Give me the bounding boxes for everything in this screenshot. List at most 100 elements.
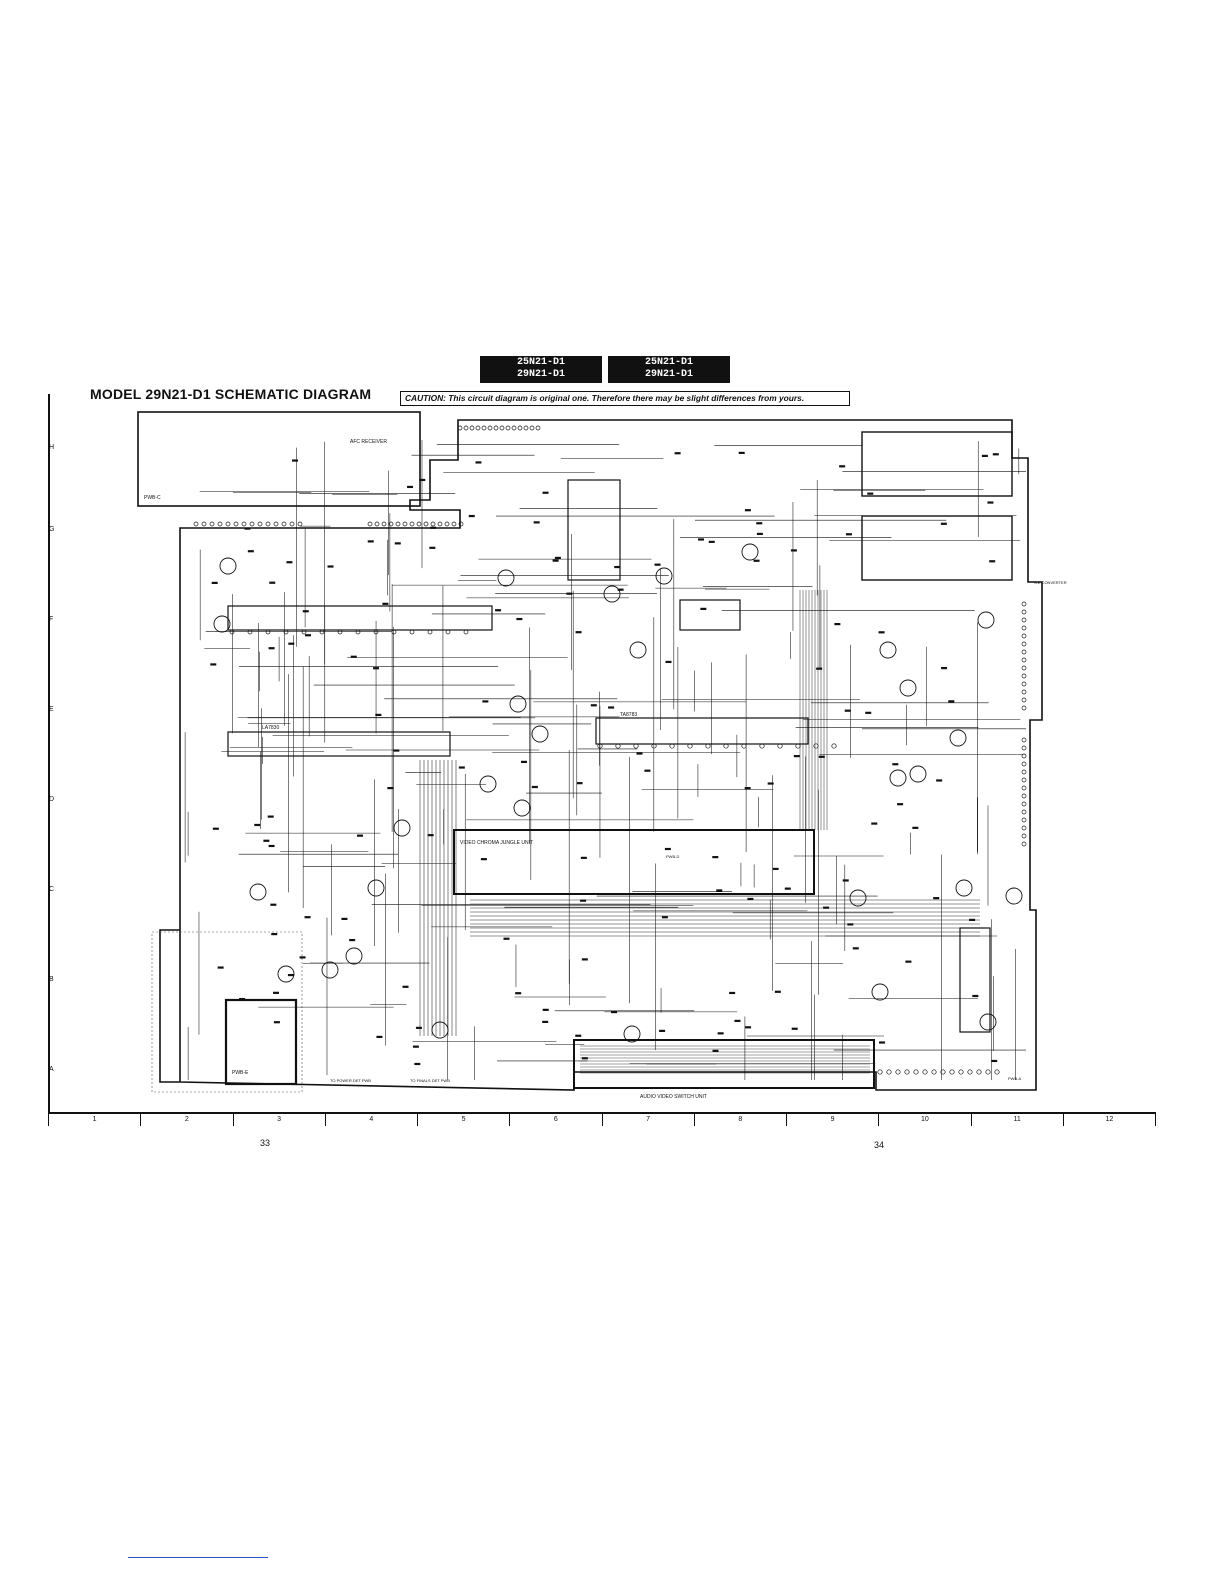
component-mark (744, 787, 751, 790)
footer-rule (128, 1557, 268, 1558)
transistor-symbol (1005, 887, 1023, 905)
component-mark (654, 563, 661, 566)
component-mark (716, 889, 723, 892)
caution-note: CAUTION: This circuit diagram is origina… (400, 391, 850, 406)
connector-pin (257, 521, 263, 527)
afc-label: AFC RECEIVER (350, 439, 387, 445)
component-mark (566, 592, 573, 595)
ic-pin (391, 629, 397, 635)
connector-pin (1021, 633, 1027, 639)
transistor-symbol (977, 611, 995, 629)
connector-pin (877, 1069, 883, 1075)
connector-pin (437, 521, 443, 527)
connector-pin (505, 425, 511, 431)
component-mark (350, 655, 357, 658)
transistor-symbol (603, 585, 621, 603)
connector-pin (1021, 657, 1027, 663)
module-top-right (861, 431, 1013, 497)
connector-pin (922, 1069, 928, 1075)
component-mark (747, 897, 754, 901)
component-mark (717, 1032, 724, 1035)
component-mark (823, 906, 830, 909)
component-mark (892, 763, 899, 766)
component-mark (244, 527, 251, 530)
component-mark (756, 522, 763, 525)
connector-pin (1021, 649, 1027, 655)
transistor-symbol (889, 769, 907, 787)
component-mark (897, 803, 904, 806)
transistor-symbol (849, 889, 867, 907)
component-mark (210, 663, 217, 666)
audio-video-switch-box (573, 1039, 875, 1089)
ic-block-vertical (567, 479, 621, 581)
component-mark (756, 532, 763, 536)
ic-pin (319, 629, 325, 635)
component-mark (263, 839, 270, 842)
component-mark (617, 588, 624, 591)
connector-pin (913, 1069, 919, 1075)
connector-pin (493, 425, 499, 431)
connector-pin (374, 521, 380, 527)
component-mark (852, 947, 859, 950)
transistor-symbol (367, 879, 385, 897)
ic-pin (687, 743, 693, 749)
connector-pin (209, 521, 215, 527)
component-mark (387, 786, 394, 790)
column-number: 8 (693, 1114, 786, 1126)
page-number-right: 34 (874, 1140, 885, 1150)
transistor-symbol (741, 543, 759, 561)
component-mark (774, 990, 781, 993)
component-mark (269, 581, 276, 584)
ic-pin (301, 629, 307, 635)
component-mark (744, 509, 751, 512)
connector-pin (1021, 641, 1027, 647)
connector-pin (976, 1069, 982, 1075)
connector-pin (249, 521, 255, 527)
connector-pin (281, 521, 287, 527)
connector-pin (1021, 793, 1027, 799)
connector-pin (481, 425, 487, 431)
component-mark (729, 991, 736, 995)
component-mark (270, 903, 277, 906)
component-mark (520, 760, 527, 763)
row-letter: F (49, 616, 54, 623)
page-number-left: 33 (260, 1138, 271, 1148)
component-mark (936, 779, 943, 782)
video-chroma-jungle-box (453, 829, 815, 895)
column-number: 1 (48, 1114, 140, 1126)
connector-pin (416, 521, 422, 527)
ic-pin (427, 629, 433, 635)
av-switch-label: AUDIO VIDEO SWITCH UNIT (640, 1094, 707, 1100)
transistor-symbol (879, 641, 897, 659)
ic-pin (705, 743, 711, 749)
component-mark (217, 966, 224, 969)
connector-pin (517, 425, 523, 431)
component-mark (394, 542, 401, 545)
component-mark (542, 1008, 549, 1011)
connector-pin (1021, 689, 1027, 695)
component-mark (412, 1045, 419, 1048)
component-mark (286, 561, 293, 564)
transistor-symbol (497, 569, 515, 587)
transistor-symbol (629, 641, 647, 659)
transistor-symbol (909, 765, 927, 783)
component-mark (373, 667, 380, 670)
transistor-symbol (513, 799, 531, 817)
component-mark (382, 602, 389, 605)
connector-pin (967, 1069, 973, 1075)
component-mark (614, 565, 621, 569)
transistor-symbol (219, 557, 237, 575)
transistor-symbol (479, 775, 497, 793)
component-mark (700, 607, 707, 610)
connector-pin (994, 1069, 1000, 1075)
component-mark (608, 706, 615, 709)
connector-pin (511, 425, 517, 431)
connector-pin (233, 521, 239, 527)
component-mark (933, 897, 940, 900)
component-mark (393, 749, 400, 752)
label: TO FINALS DET PWB (410, 1078, 450, 1083)
component-mark (847, 923, 854, 926)
ic-pin (831, 743, 837, 749)
component-mark (542, 1020, 549, 1024)
ic-pin (723, 743, 729, 749)
